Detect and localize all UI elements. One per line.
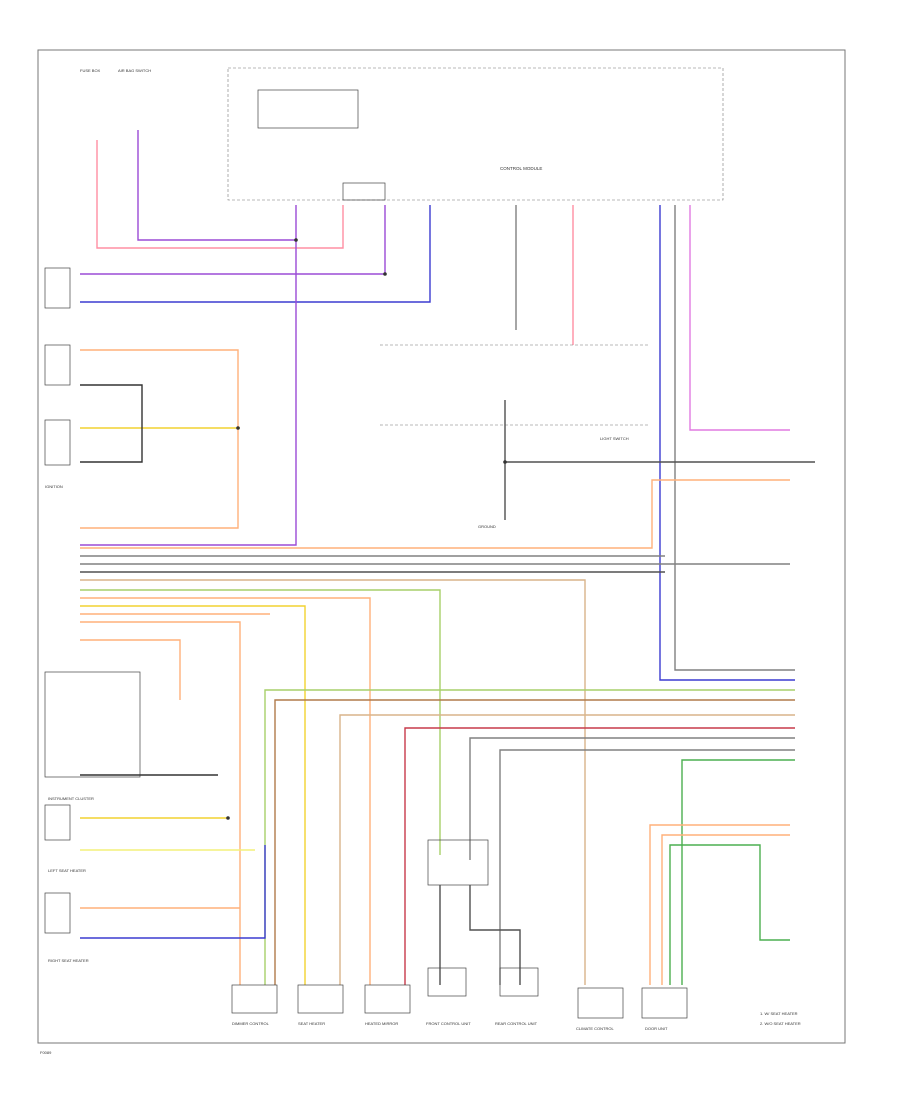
mid-module-wire-2 (469, 885, 521, 985)
connector-block (342, 182, 386, 201)
bundle-orange-5 (80, 639, 181, 700)
relay-box (257, 89, 359, 129)
bottom-label-7: DOOR UNIT (645, 1026, 668, 1031)
bottom-label-2: SEAT HEATER (298, 1021, 325, 1026)
splice-4 (383, 272, 387, 276)
module-label: CONTROL MODULE (500, 166, 542, 171)
right-seat-label: RIGHT SEAT HEATER (48, 958, 89, 963)
light-switch-label: LIGHT SWITCH (600, 436, 629, 441)
wire-orange-1 (80, 349, 239, 529)
splice-2 (226, 816, 230, 820)
top-label-2: AIR BAG SWITCH (118, 68, 151, 73)
wire-pink-feed (96, 140, 344, 249)
bundle-yellow-1 (80, 605, 306, 985)
wire-magenta-right (689, 205, 790, 431)
left-connector-2 (44, 344, 71, 386)
bottom-connector-6 (577, 987, 624, 1019)
right-gray-2 (499, 749, 795, 985)
wire-gray-right (674, 205, 795, 671)
right-red-1 (404, 727, 795, 985)
wire-blue-lower (80, 845, 266, 939)
lamp-ground-label: GROUND (478, 524, 496, 529)
control-module-box (227, 67, 724, 201)
right-gray-1 (469, 737, 795, 860)
wire-blue-right (659, 205, 795, 681)
top-label-1: FUSE BOX (80, 68, 101, 73)
bottom-label-4: FRONT CONTROL UNIT (426, 1021, 471, 1026)
bottom-label-6: CLIMATE CONTROL (576, 1026, 614, 1031)
bottom-label-1: DIMMER CONTROL (232, 1021, 270, 1026)
bottom-connector-5 (499, 967, 539, 997)
wire-purple-drop (80, 205, 297, 546)
wire-purple-feed (137, 130, 296, 241)
cluster-label: INSTRUMENT CLUSTER (48, 796, 94, 801)
bundle-orange-1 (80, 479, 790, 549)
right-green-1 (264, 689, 795, 985)
right-orange-1 (649, 824, 790, 985)
right-green-3 (669, 844, 790, 985)
bundle-orange-4 (80, 621, 241, 985)
ignition-label: IGNITION (45, 484, 63, 489)
bottom-connector-3 (364, 984, 411, 1014)
wire-black-1 (80, 384, 143, 463)
splice-3 (503, 460, 507, 464)
bottom-connector-1 (231, 984, 278, 1014)
footer-code: F0089 (40, 1050, 52, 1055)
splice-5 (294, 238, 298, 242)
lower-connector-2 (44, 892, 71, 934)
left-seat-label: LEFT SEAT HEATER (48, 868, 86, 873)
lower-left-block (44, 671, 141, 778)
bundle-tan-1 (80, 579, 586, 985)
bundle-orange-2 (80, 597, 371, 985)
bottom-connector-4 (427, 967, 467, 997)
mid-module (427, 839, 489, 886)
bundle-ltgreen-1 (80, 589, 441, 855)
right-green-2 (681, 759, 795, 985)
bottom-label-5: REAR CONTROL UNIT (495, 1021, 538, 1026)
bottom-connector-7 (641, 987, 688, 1019)
diagram-frame (37, 49, 846, 1044)
right-orange-2 (661, 834, 790, 985)
right-tan-1 (339, 714, 795, 985)
left-connector-3 (44, 419, 71, 466)
right-brown-1 (274, 699, 795, 985)
legend-2: 2. W/O SEAT HEATER (760, 1021, 801, 1026)
splice-1 (236, 426, 240, 430)
bottom-connector-2 (297, 984, 344, 1014)
lower-connector-1 (44, 804, 71, 841)
bottom-label-3: HEATED MIRROR (365, 1021, 398, 1026)
legend-1: 1. W/ SEAT HEATER (760, 1011, 798, 1016)
left-connector-1 (44, 267, 71, 309)
wire-blue-long (80, 205, 431, 303)
